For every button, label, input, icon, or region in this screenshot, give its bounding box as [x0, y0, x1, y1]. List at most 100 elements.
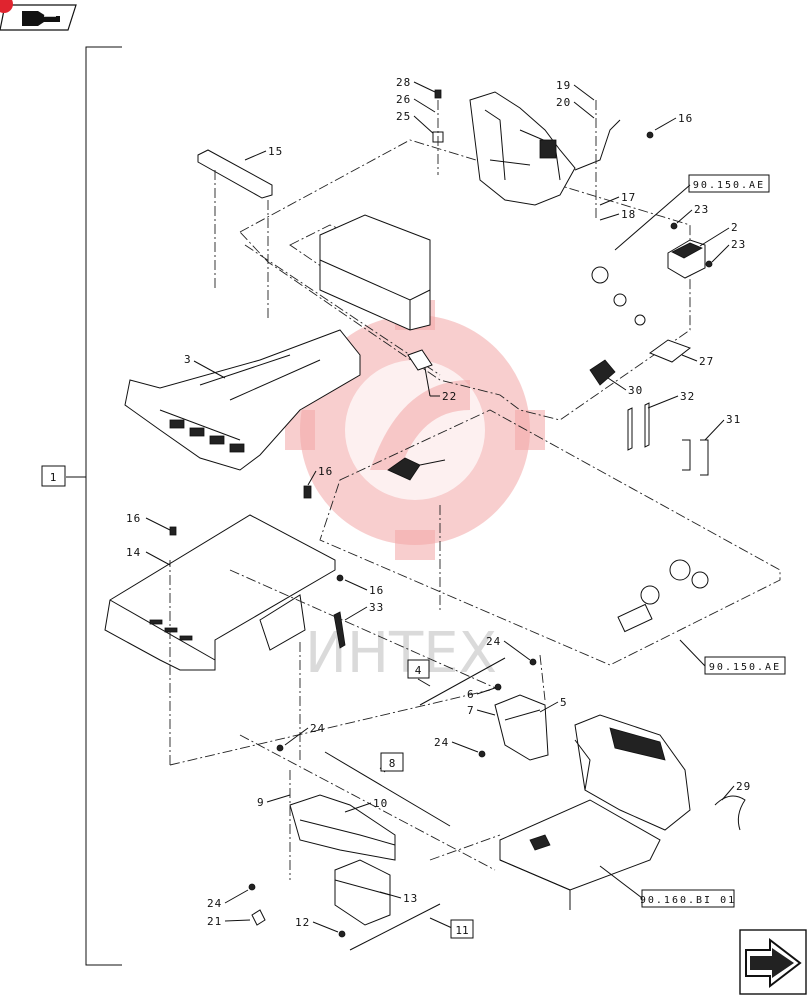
part-30-grille: [589, 359, 616, 386]
callout-16b: 16: [303, 465, 332, 499]
callout-16a: 16: [646, 112, 693, 139]
svg-text:15: 15: [268, 145, 283, 158]
callout-24c: 24: [276, 722, 325, 752]
assembly-guide-lines: [169, 505, 501, 880]
callout-24a: 24: [486, 635, 546, 701]
svg-text:23: 23: [731, 238, 746, 251]
part-27-pad: [648, 339, 692, 363]
callout-25: 25: [396, 100, 444, 175]
callout-10: 10: [344, 797, 388, 813]
part-22-plate: [407, 349, 433, 371]
part-5-bracket: [494, 694, 549, 761]
callout-22: 22: [424, 367, 457, 403]
callout-17: 17: [599, 191, 636, 206]
callout-23a: 23: [670, 203, 709, 230]
svg-text:7: 7: [467, 704, 475, 717]
callout-24b: 24: [434, 736, 486, 758]
callout-19: 19: [556, 79, 595, 101]
svg-text:16: 16: [126, 512, 141, 525]
svg-text:2: 2: [731, 221, 739, 234]
svg-text:12: 12: [295, 916, 310, 929]
main-assembly-label[interactable]: 1: [41, 465, 66, 487]
control-box: [319, 214, 431, 331]
svg-text:26: 26: [396, 93, 411, 106]
pedal-linkage: [387, 457, 446, 481]
next-arrow-icon: [745, 937, 802, 989]
svg-text:17: 17: [621, 191, 636, 204]
svg-text:19: 19: [556, 79, 571, 92]
part-13-panel: [334, 859, 391, 926]
callout-32: 32: [647, 390, 695, 409]
svg-text:11: 11: [455, 924, 468, 937]
callout-15: 15: [244, 145, 283, 161]
callout-27: 27: [681, 354, 714, 368]
svg-text:24: 24: [310, 722, 325, 735]
callout-9: 9: [257, 794, 291, 809]
svg-text:90.150.AE: 90.150.AE: [693, 180, 765, 191]
callout-18: 18: [599, 208, 635, 221]
callout-21: 21: [207, 915, 251, 928]
svg-text:6: 6: [467, 688, 475, 701]
lower-floor-plate: [319, 409, 781, 666]
reference-label-bottom[interactable]: 90.160.BI 01: [599, 865, 736, 908]
part-15-rail: [197, 149, 273, 320]
svg-text:29: 29: [736, 780, 751, 793]
part-21-clip: [251, 909, 266, 926]
svg-text:21: 21: [207, 915, 222, 928]
callout-13: 13: [379, 891, 418, 905]
callout-31: 31: [704, 413, 741, 441]
callout-26: 26: [396, 93, 436, 113]
callout-24d: 24: [207, 883, 256, 910]
svg-text:3: 3: [184, 353, 192, 366]
svg-text:4: 4: [415, 664, 422, 677]
svg-text:8: 8: [389, 757, 396, 770]
svg-text:32: 32: [680, 390, 695, 403]
group-11-leader: [349, 903, 453, 951]
svg-text:1: 1: [50, 471, 57, 484]
reference-label-mid[interactable]: 90.150.AE: [679, 639, 786, 675]
svg-text:27: 27: [699, 355, 714, 368]
group-4-leader: [417, 657, 506, 706]
svg-text:31: 31: [726, 413, 741, 426]
part-32-bracket: [627, 402, 650, 451]
svg-text:13: 13: [403, 892, 418, 905]
svg-text:30: 30: [628, 384, 643, 397]
svg-text:24: 24: [207, 897, 222, 910]
callout-14: 14: [126, 546, 171, 566]
callout-20: 20: [556, 96, 597, 220]
part-3-floor-mat: [124, 329, 361, 471]
callout-2: 2: [699, 221, 739, 247]
callout-5: 5: [539, 696, 568, 713]
svg-text:90.150.AE: 90.150.AE: [709, 662, 781, 673]
svg-text:22: 22: [442, 390, 457, 403]
callout-30: 30: [607, 377, 643, 397]
group-label-11[interactable]: 11: [450, 919, 474, 939]
group-label-8[interactable]: 8: [380, 752, 404, 772]
nav-next-button[interactable]: [739, 929, 807, 995]
seat-base-lower: [499, 799, 661, 910]
notification-badge: [0, 0, 13, 13]
part-10-side-panel: [289, 794, 396, 861]
svg-text:28: 28: [396, 76, 411, 89]
svg-text:20: 20: [556, 96, 571, 109]
svg-text:10: 10: [373, 797, 388, 810]
svg-text:90.160.BI 01: 90.160.BI 01: [640, 895, 736, 906]
svg-text:14: 14: [126, 546, 141, 559]
callout-3: 3: [184, 353, 226, 379]
callout-23b: 23: [705, 238, 746, 268]
group-label-4[interactable]: 4: [407, 659, 430, 679]
reference-label-top[interactable]: 90.150.AE: [614, 174, 770, 251]
svg-text:16: 16: [678, 112, 693, 125]
part-2-bracket: [667, 239, 706, 279]
seat-frame-upper: [469, 91, 621, 206]
pointer-hand-icon: [22, 11, 60, 26]
svg-text:24: 24: [486, 635, 501, 648]
svg-text:9: 9: [257, 796, 265, 809]
callout-29: 29: [721, 780, 751, 801]
callout-6: 6: [467, 683, 502, 701]
svg-text:5: 5: [560, 696, 568, 709]
part-14-cover: [104, 514, 336, 671]
svg-text:23: 23: [694, 203, 709, 216]
nav-back-button[interactable]: [0, 0, 77, 31]
